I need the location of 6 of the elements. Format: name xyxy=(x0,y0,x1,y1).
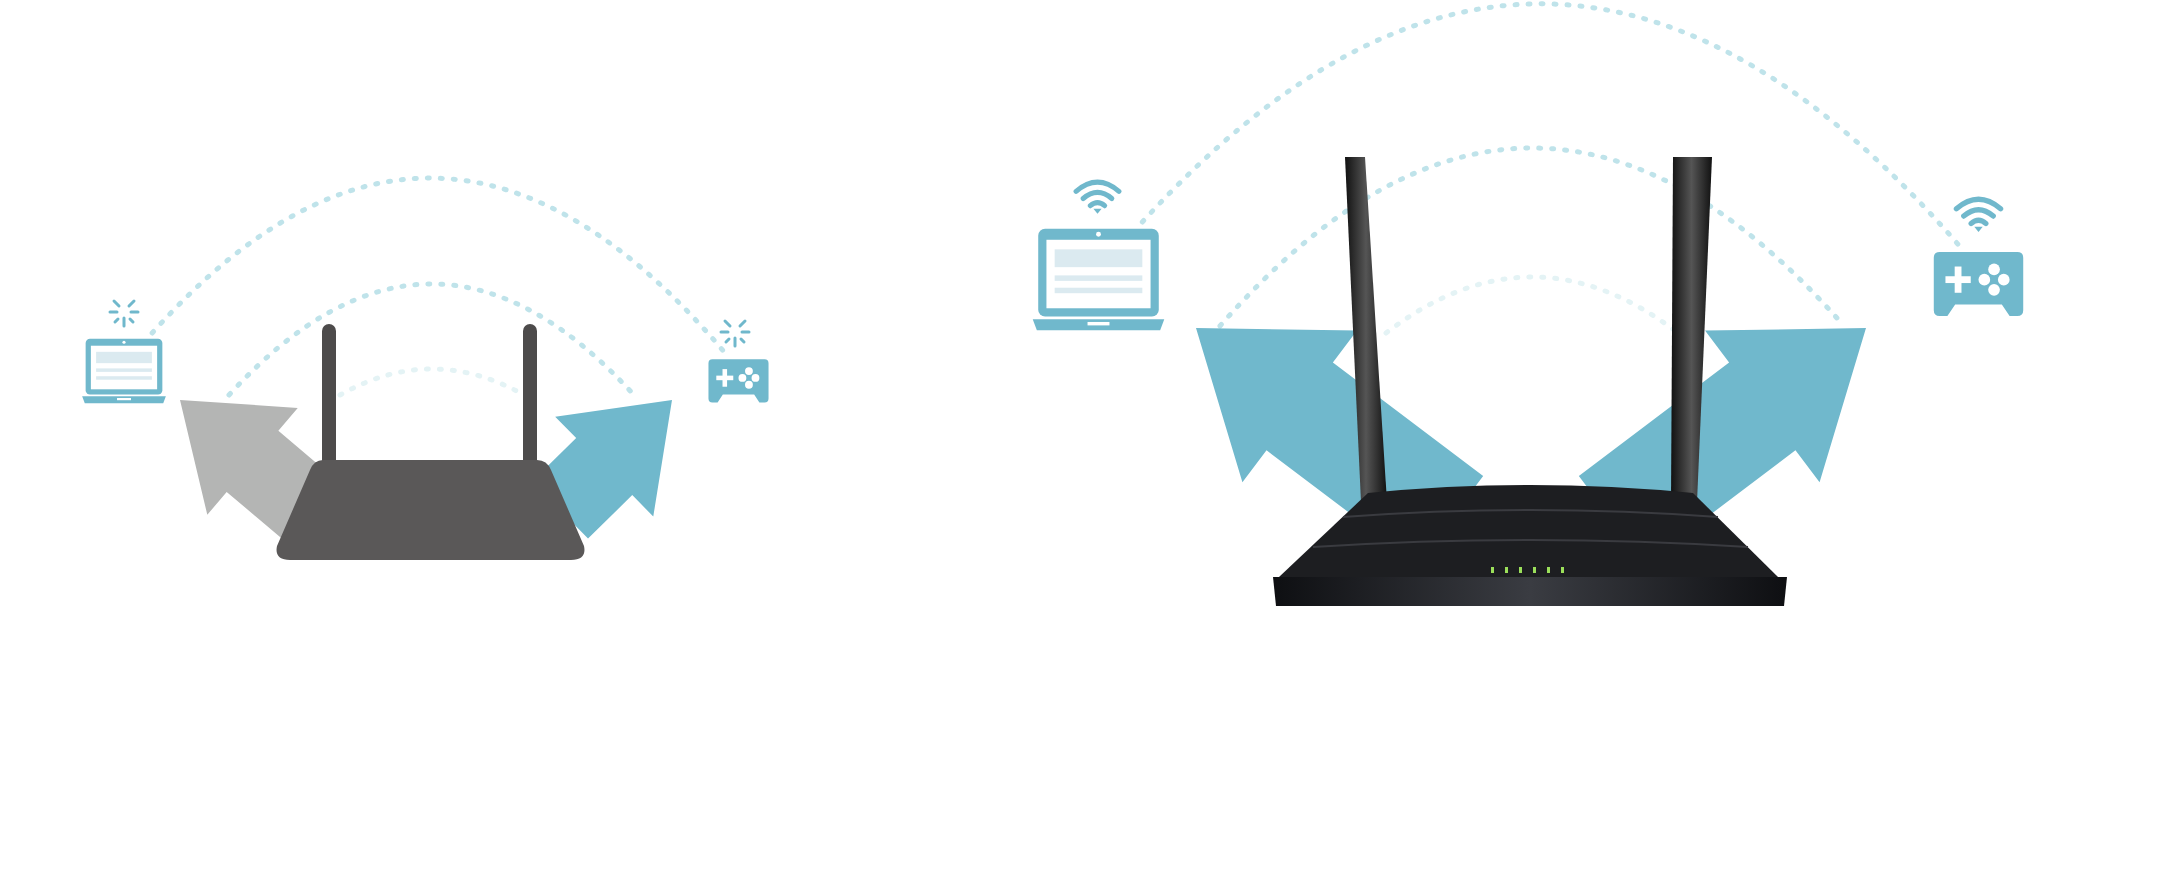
router-drawing xyxy=(275,324,586,560)
router-drawing xyxy=(1273,157,1787,606)
laptop-icon xyxy=(1030,226,1167,333)
gamepad-icon xyxy=(707,358,770,405)
signal-arc xyxy=(1139,1,1962,249)
laptop-icon xyxy=(80,337,168,405)
